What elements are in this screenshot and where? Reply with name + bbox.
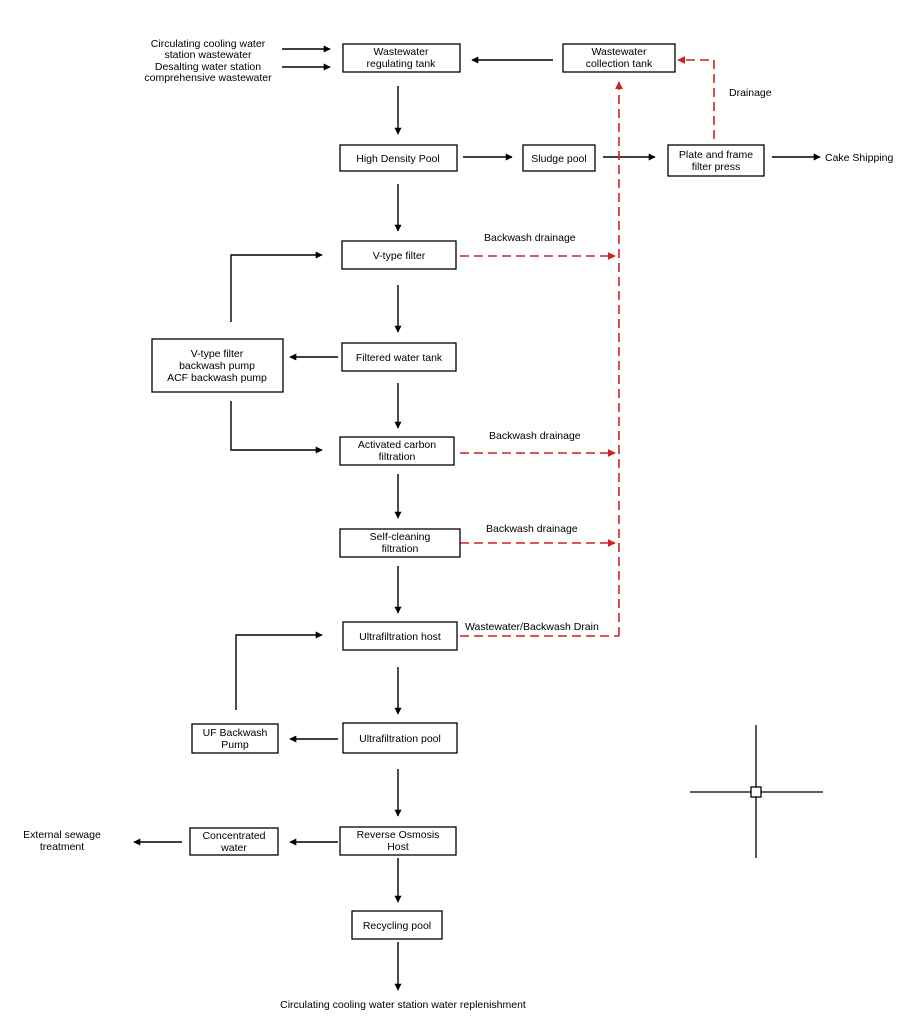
node-carbon-line2: filtration — [379, 451, 416, 463]
label-input1-line2: station wastewater — [165, 49, 252, 61]
node-ro-host-line1: Reverse Osmosis — [357, 829, 440, 841]
label-uf-drain: Wastewater/Backwash Drain — [465, 621, 599, 633]
arrow-pump-to-vfilter — [230, 251, 323, 322]
node-regulating-tank-line1: Wastewater — [373, 46, 429, 58]
node-backwash-pump-line3: ACF backwash pump — [167, 372, 267, 384]
node-uf-pump-line1: UF Backwash — [203, 727, 268, 739]
node-ro-host-line2: Host — [387, 841, 409, 853]
node-regulating-tank-line2: regulating tank — [367, 58, 437, 70]
label-cake-shipping: Cake Shipping — [825, 152, 893, 164]
node-uf-pool-line1: Ultrafiltration pool — [359, 733, 441, 745]
node-uf-pool: Ultrafiltration pool — [342, 722, 458, 754]
svg-text:Ultrafiltration pool: Ultrafiltration pool — [359, 733, 441, 745]
arrow-pump-to-carbon — [230, 401, 323, 454]
crosshair-icon — [690, 725, 823, 858]
node-concentrated-line2: water — [220, 842, 247, 854]
node-filtered-tank-line1: Filtered water tank — [356, 352, 443, 364]
node-v-filter-line1: V-type filter — [373, 250, 426, 262]
label-backwash-vfilter: Backwash drainage — [484, 232, 576, 244]
svg-text:High Density Pool: High Density Pool — [356, 153, 439, 165]
node-collection-tank-line2: collection tank — [586, 58, 653, 70]
node-uf-host: Ultrafiltration host — [342, 621, 458, 651]
node-collection-tank-line1: Wastewater — [591, 46, 647, 58]
label-input1-line1: Circulating cooling water — [151, 38, 266, 50]
node-v-filter: V-type filter — [341, 240, 457, 270]
node-concentrated-line1: Concentrated — [202, 830, 265, 842]
label-replenishment: Circulating cooling water station water … — [280, 999, 526, 1011]
svg-text:Filtered water tank: Filtered water tank — [356, 352, 443, 364]
node-carbon-line1: Activated carbon — [358, 439, 436, 451]
node-high-density-pool-line1: High Density Pool — [356, 153, 439, 165]
svg-text:Sludge pool: Sludge pool — [531, 153, 586, 165]
node-high-density-pool: High Density Pool — [339, 144, 458, 172]
node-uf-host-line1: Ultrafiltration host — [359, 631, 441, 643]
node-filter-press-line2: filter press — [692, 161, 740, 173]
flow-lines — [133, 45, 821, 991]
label-input2-line1: Desalting water station — [155, 61, 261, 73]
node-sludge-pool-line1: Sludge pool — [531, 153, 586, 165]
node-backwash-pump-line1: V-type filter — [191, 348, 244, 360]
label-external-line1: External sewage — [23, 829, 101, 841]
node-backwash-pump-line2: backwash pump — [179, 360, 255, 372]
node-uf-pump-line2: Pump — [221, 739, 249, 751]
node-sludge-pool: Sludge pool — [522, 144, 596, 172]
svg-text:V-type filter: V-type filter — [373, 250, 426, 262]
svg-text:Recycling pool: Recycling pool — [363, 920, 431, 932]
node-filter-press-line1: Plate and frame — [679, 149, 753, 161]
drain-press-to-collection — [677, 56, 715, 139]
node-self-cleaning-line2: filtration — [382, 543, 419, 555]
node-filtered-tank: Filtered water tank — [341, 342, 457, 372]
svg-text:Ultrafiltration host: Ultrafiltration host — [359, 631, 441, 643]
label-drainage: Drainage — [729, 87, 772, 99]
node-recycling-line1: Recycling pool — [363, 920, 431, 932]
node-self-cleaning-line1: Self-cleaning — [370, 531, 431, 543]
label-input2-line2: comprehensive wastewater — [144, 72, 272, 84]
label-external-line2: treatment — [40, 841, 84, 853]
drain-lines — [460, 56, 715, 637]
arrow-ufpump-to-ufhost — [235, 631, 323, 710]
node-recycling-pool: Recycling pool — [351, 910, 443, 940]
label-backwash-selfclean: Backwash drainage — [486, 523, 578, 535]
label-backwash-carbon: Backwash drainage — [489, 430, 581, 442]
